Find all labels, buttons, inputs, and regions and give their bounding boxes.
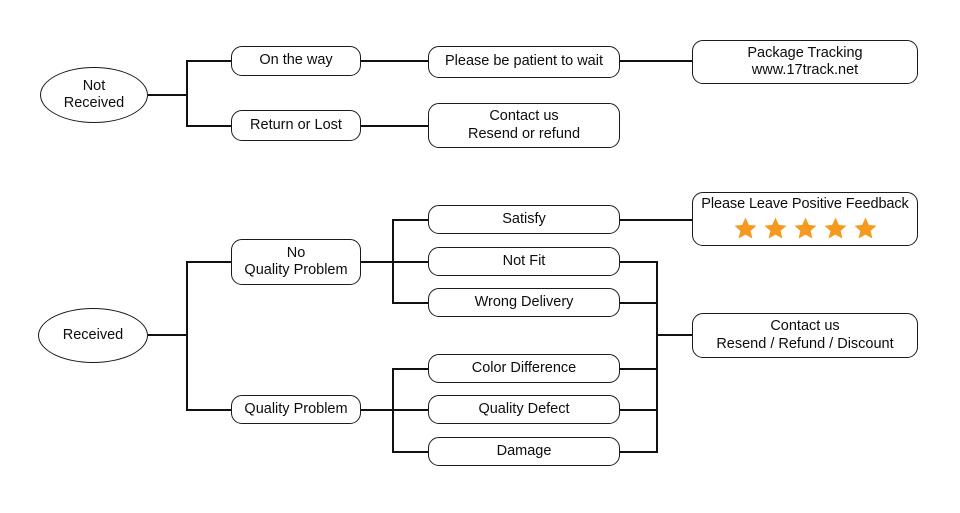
- node-quality-defect[interactable]: Quality Defect: [428, 395, 620, 424]
- star-icon: [794, 217, 816, 239]
- node-not-received-line1: Not: [82, 77, 106, 94]
- feedback-title: Please Leave Positive Feedback: [701, 195, 909, 212]
- node-package-tracking-line2: www.17track.net: [751, 62, 859, 78]
- edge-received-stem: [148, 334, 188, 336]
- edge-no-quality-problem-stem: [361, 261, 394, 263]
- node-received[interactable]: Received: [38, 308, 148, 363]
- edge-issues-merge-bus: [656, 261, 658, 453]
- node-not-received-line2: Received: [63, 95, 125, 111]
- edge-to-damage: [392, 451, 429, 453]
- edge-please-wait-to-tracking: [620, 60, 693, 62]
- edge-return-or-lost-to-contact: [361, 125, 429, 127]
- edge-not-received-stem: [148, 94, 188, 96]
- edge-to-wrong-delivery: [392, 302, 429, 304]
- node-satisfy[interactable]: Satisfy: [428, 205, 620, 234]
- star-icon: [764, 217, 786, 239]
- node-return-or-lost[interactable]: Return or Lost: [231, 110, 361, 141]
- node-color-difference[interactable]: Color Difference: [428, 354, 620, 383]
- node-on-the-way[interactable]: On the way: [231, 46, 361, 76]
- edge-to-color-difference: [392, 368, 429, 370]
- edge-on-the-way-to-please-wait: [361, 60, 429, 62]
- star-icon: [734, 217, 756, 239]
- node-contact-discount-line1: Contact us: [770, 318, 840, 335]
- edge-to-return-or-lost: [186, 125, 232, 127]
- node-contact-discount-line2: Resend / Refund / Discount: [716, 335, 894, 352]
- node-package-tracking[interactable]: Package Tracking www.17track.net: [692, 40, 918, 84]
- edge-to-quality-problem: [186, 409, 232, 411]
- node-contact-resend-refund-line2: Resend or refund: [467, 125, 581, 142]
- node-quality-problem[interactable]: Quality Problem: [231, 395, 361, 424]
- edge-satisfy-to-feedback: [620, 219, 693, 221]
- node-please-be-patient[interactable]: Please be patient to wait: [428, 46, 620, 78]
- edge-received-split: [186, 261, 188, 411]
- node-no-quality-problem-line1: No: [286, 244, 306, 261]
- star-icon: [824, 217, 846, 239]
- node-contact-resend-refund-discount[interactable]: Contact us Resend / Refund / Discount: [692, 313, 918, 358]
- node-contact-resend-refund[interactable]: Contact us Resend or refund: [428, 103, 620, 148]
- node-damage[interactable]: Damage: [428, 437, 620, 466]
- edge-to-satisfy: [392, 219, 429, 221]
- node-positive-feedback[interactable]: Please Leave Positive Feedback: [692, 192, 918, 246]
- star-rating[interactable]: [733, 216, 878, 241]
- edge-quality-defect-merge: [620, 409, 658, 411]
- edge-to-no-quality-problem: [186, 261, 232, 263]
- node-not-fit[interactable]: Not Fit: [428, 247, 620, 276]
- edge-not-fit-merge: [620, 261, 658, 263]
- edge-to-not-fit: [392, 261, 429, 263]
- star-icon: [854, 217, 876, 239]
- edge-color-difference-merge: [620, 368, 658, 370]
- edge-not-received-split: [186, 61, 188, 126]
- edge-to-quality-defect: [392, 409, 429, 411]
- edge-merge-to-contact-discount: [656, 334, 693, 336]
- edge-quality-problem-stem: [361, 409, 394, 411]
- node-package-tracking-line1: Package Tracking: [747, 44, 863, 61]
- edge-wrong-delivery-merge: [620, 302, 658, 304]
- edge-damage-merge: [620, 451, 658, 453]
- edge-to-on-the-way: [186, 60, 232, 62]
- node-not-received[interactable]: Not Received: [40, 67, 148, 123]
- node-wrong-delivery[interactable]: Wrong Delivery: [428, 288, 620, 317]
- node-no-quality-problem[interactable]: No Quality Problem: [231, 239, 361, 285]
- node-no-quality-problem-line2: Quality Problem: [244, 262, 348, 278]
- node-contact-resend-refund-line1: Contact us: [489, 108, 559, 125]
